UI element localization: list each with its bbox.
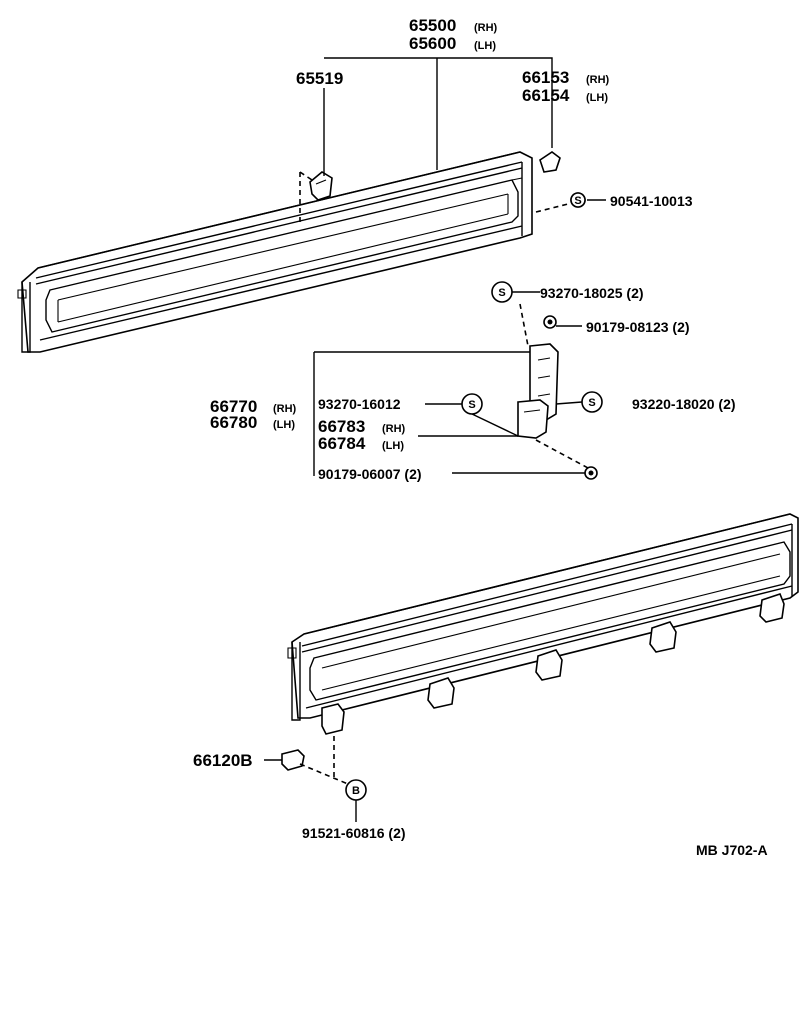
symbol-93270-18025: S [498,287,505,299]
qual-66153: (RH) [586,74,610,86]
qual-65600: (LH) [474,40,496,52]
qual-66784: (LH) [382,440,404,452]
label-65600: 65600 [409,34,456,53]
dash-90179-06007 [535,439,589,469]
qual-66780: (LH) [273,419,295,431]
label-91521-60816: 91521-60816 (2) [302,825,406,841]
qual-66154: (LH) [586,92,608,104]
dash-93270-18025 [519,303,529,347]
leader-93270-16012-b [471,413,519,437]
nut-90179-08123-core [547,319,553,325]
hinge-assembly [517,343,559,439]
label-90541-10013: 90541-10013 [610,193,693,209]
bracket-65500 [324,57,553,148]
cap-66153 [539,151,561,173]
catch-66120B [281,749,305,771]
label-66780: 66780 [210,413,257,432]
symbol-93220-18020: S [588,397,595,409]
clip-65519 [309,171,333,201]
symbol-91521: B [352,785,360,797]
upper-gate-panel [17,151,533,353]
dash-90541 [535,203,569,213]
nut-90541-ring [570,192,586,208]
leader-93220 [555,401,583,405]
label-65500: 65500 [409,16,456,35]
nut-90179-06007-core [588,470,594,476]
symbol-93270-16012: S [468,399,475,411]
label-93270-18025: 93270-18025 (2) [540,285,644,301]
label-66770: 66770 [210,397,257,416]
qual-66770: (RH) [273,403,297,415]
symbol-90541: S [574,195,581,207]
label-66120B: 66120B [193,751,253,770]
label-66783: 66783 [318,417,365,436]
dash-65519-b [299,171,313,181]
qual-65500: (RH) [474,22,498,34]
label-90179-08123: 90179-08123 (2) [586,319,690,335]
label-90179-06007: 90179-06007 (2) [318,466,422,482]
label-93270-16012: 93270-16012 [318,396,401,412]
label-66784: 66784 [318,434,366,453]
label-66153: 66153 [522,68,569,87]
reference-code: MB J702-A [696,842,768,858]
label-93220-18020: 93220-18020 (2) [632,396,736,412]
label-66154: 66154 [522,86,570,105]
dash-66120B [299,763,349,785]
lower-gate-panel [287,513,799,735]
qual-66783: (RH) [382,423,406,435]
label-65519: 65519 [296,69,343,88]
